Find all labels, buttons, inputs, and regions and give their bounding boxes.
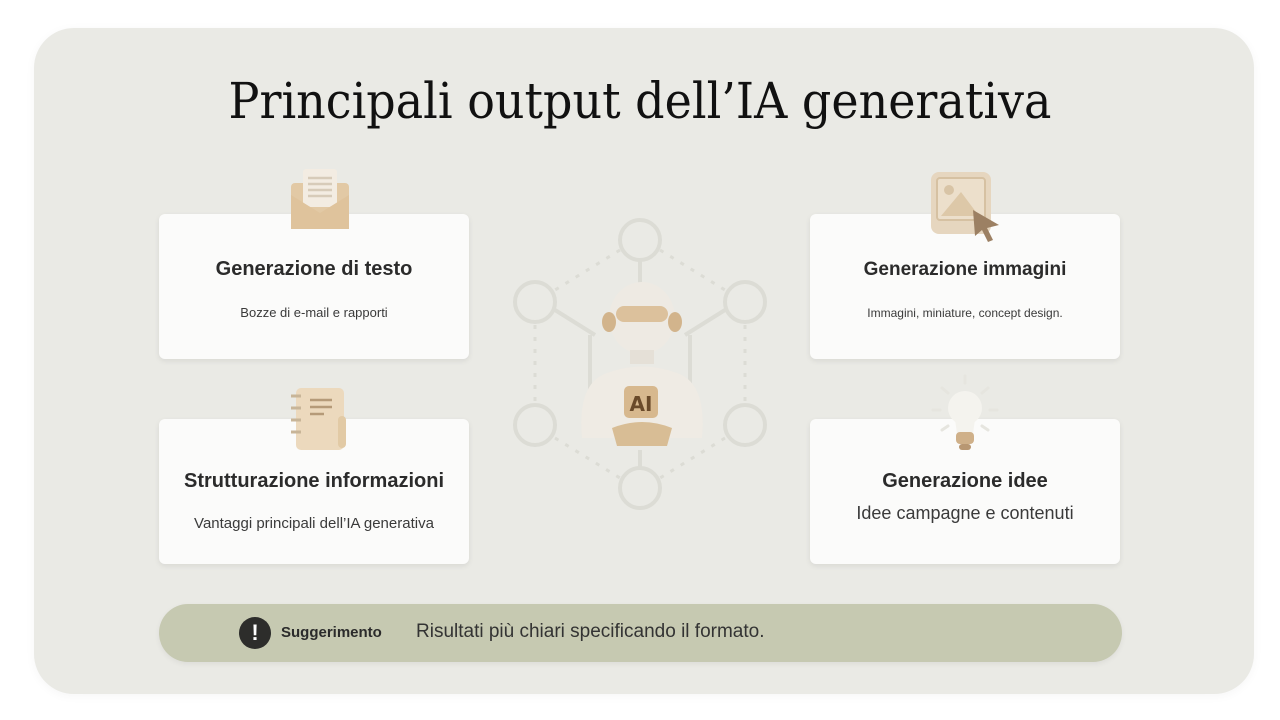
card-title: Generazione idee — [882, 470, 1048, 492]
card-title: Generazione di testo — [215, 258, 413, 280]
image-cursor-icon — [931, 172, 999, 242]
lightbulb-icon — [931, 374, 999, 450]
card-subtitle: Bozze di e-mail e rapporti — [240, 305, 388, 320]
tip-label: Suggerimento — [281, 624, 382, 641]
tip-text: Risultati più chiari specificando il for… — [416, 621, 765, 642]
card-subtitle: Immagini, miniature, concept design. — [867, 306, 1063, 320]
network-graphic — [513, 218, 767, 510]
notebook-icon — [291, 388, 346, 450]
exclamation-icon: ! — [239, 617, 271, 649]
ai-badge: AI — [630, 392, 653, 416]
page-title: Principali output dell’IA generativa — [228, 72, 1052, 130]
card-title: Strutturazione informazioni — [184, 470, 444, 492]
tip-banner: ! Suggerimento Risultati più chiari spec… — [159, 604, 1122, 662]
card-image-generation: Generazione immagini Immagini, miniature… — [810, 214, 1120, 359]
envelope-icon — [291, 169, 349, 229]
card-subtitle: Idee campagne e contenuti — [856, 503, 1074, 523]
card-text-generation: Generazione di testo Bozze di e-mail e r… — [159, 214, 469, 359]
card-title: Generazione immagini — [863, 259, 1067, 280]
robot-icon: AI — [581, 282, 703, 446]
card-subtitle: Vantaggi principali dell’IA generativa — [194, 515, 434, 532]
